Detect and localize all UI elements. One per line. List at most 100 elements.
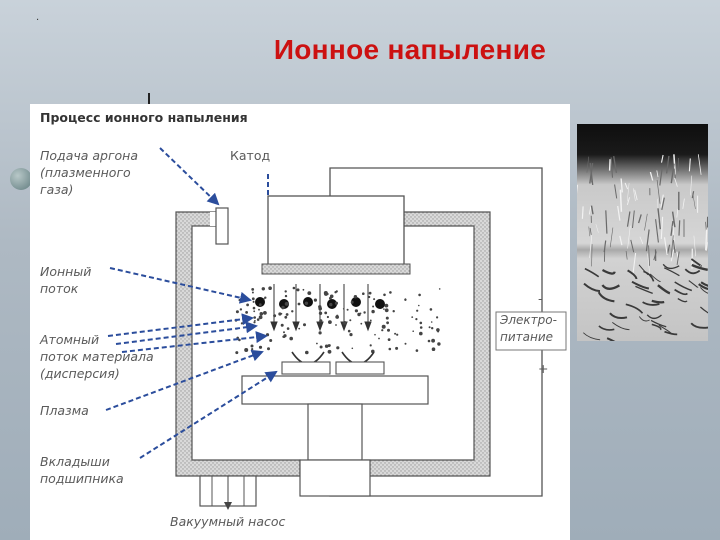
- photo-texture: [577, 154, 708, 341]
- texture-streak: [626, 211, 631, 227]
- texture-streak: [608, 159, 611, 171]
- dispersion-dot: [313, 298, 317, 302]
- dispersion-dot: [404, 342, 407, 345]
- grain-boundary: [690, 322, 708, 329]
- dispersion-dot: [369, 344, 372, 347]
- grain-boundary: [691, 263, 708, 271]
- grain-boundary: [625, 303, 644, 314]
- dispersion-dot: [431, 347, 436, 351]
- dispersion-dot: [334, 291, 337, 294]
- bullet-icon: [10, 168, 32, 190]
- texture-streak: [665, 155, 670, 174]
- dispersion-dot: [263, 298, 265, 300]
- dispersion-dot: [436, 316, 439, 319]
- dispersion-dot: [296, 288, 300, 292]
- dispersion-dot: [240, 322, 243, 325]
- texture-streak: [625, 250, 628, 260]
- dispersion-dot: [438, 288, 441, 290]
- texture-streak: [688, 158, 691, 172]
- grain-boundary: [690, 258, 703, 267]
- dispersion-dot: [362, 292, 365, 295]
- dispersion-dot: [346, 308, 349, 311]
- ion-sputtering-diagram: Процесс ионного напыления Подача аргона …: [30, 104, 570, 540]
- texture-streak: [627, 182, 630, 202]
- texture-streak: [591, 244, 593, 267]
- dispersion-dot: [265, 333, 270, 337]
- texture-streak: [613, 155, 618, 173]
- texture-streak: [632, 210, 635, 229]
- dispersion-dot: [324, 311, 328, 315]
- dispersion-dot: [335, 324, 337, 326]
- dispersion-dot: [244, 348, 249, 352]
- texture-streak: [672, 225, 676, 250]
- texture-streak: [648, 245, 650, 266]
- dispersion-dot: [415, 349, 419, 352]
- dispersion-dot: [351, 347, 354, 350]
- dispersion-dot: [252, 306, 256, 310]
- dispersion-dot: [383, 293, 386, 297]
- dispersion-dot: [319, 319, 323, 323]
- grain-boundary: [651, 323, 662, 331]
- dispersion-dot: [235, 351, 239, 355]
- texture-streak: [637, 214, 642, 224]
- ion-flow-arrows: [270, 284, 372, 332]
- dispersion-dot: [254, 319, 256, 322]
- label-plasma: Плазма: [40, 403, 89, 418]
- grain-boundary: [627, 269, 638, 280]
- dispersion-dot: [371, 309, 375, 314]
- dispersion-dot: [281, 306, 284, 310]
- texture-streak: [634, 189, 638, 201]
- texture-streak: [661, 197, 665, 211]
- dispersion-dot: [251, 297, 255, 301]
- dispersion-dot: [416, 309, 419, 312]
- dispersion-dot: [374, 333, 376, 336]
- texture-streak: [656, 170, 659, 178]
- dispersion-dot: [303, 323, 306, 327]
- dispersion-dot: [395, 346, 399, 350]
- dispersion-dot: [430, 321, 433, 323]
- texture-streak: [632, 253, 637, 276]
- texture-streak: [644, 213, 648, 231]
- dispersion-dot: [261, 287, 265, 291]
- dispersion-dot: [381, 329, 384, 332]
- grain-boundary: [597, 291, 615, 303]
- grain-boundary: [646, 314, 662, 320]
- grain-boundary: [677, 298, 688, 303]
- cathode-block: [261, 195, 411, 275]
- texture-streak: [589, 227, 592, 236]
- grain-boundary: [700, 281, 708, 287]
- texture-streak: [647, 253, 651, 276]
- label-argon-feed: Подача аргона (плазменного газа): [40, 148, 139, 197]
- grain-boundary: [684, 268, 701, 275]
- dispersion-dot: [326, 315, 329, 319]
- dispersion-dot: [256, 318, 260, 321]
- dispersion-dot: [302, 288, 305, 291]
- texture-streak: [660, 216, 664, 240]
- dispersion-dot: [252, 300, 255, 303]
- texture-streak: [626, 197, 630, 206]
- dispersion-dot: [280, 323, 284, 327]
- dispersion-dot: [284, 315, 288, 319]
- texture-streak: [660, 194, 664, 208]
- label-atom-flow: Атомный поток материала (дисперсия): [40, 332, 154, 381]
- dispersion-dot: [251, 291, 254, 294]
- label-plus: +: [538, 361, 549, 376]
- dispersion-dot: [259, 312, 264, 316]
- grain-boundary: [631, 280, 650, 290]
- texture-streak: [670, 163, 675, 184]
- texture-streak: [697, 154, 702, 175]
- label-cathode: Катод: [230, 148, 271, 163]
- grain-boundary: [643, 270, 655, 282]
- dispersion-dot: [284, 302, 289, 306]
- texture-streak: [627, 225, 631, 249]
- dispersion-dot: [387, 328, 390, 332]
- dispersion-dot: [283, 331, 285, 334]
- texture-streak: [657, 208, 661, 230]
- dispersion-dot: [286, 327, 290, 330]
- dispersion-dot: [305, 350, 309, 355]
- texture-streak: [619, 235, 623, 246]
- dispersion-dot: [392, 310, 395, 313]
- texture-streak: [581, 206, 584, 219]
- grain-boundary: [698, 283, 708, 291]
- grain-boundary: [674, 281, 693, 292]
